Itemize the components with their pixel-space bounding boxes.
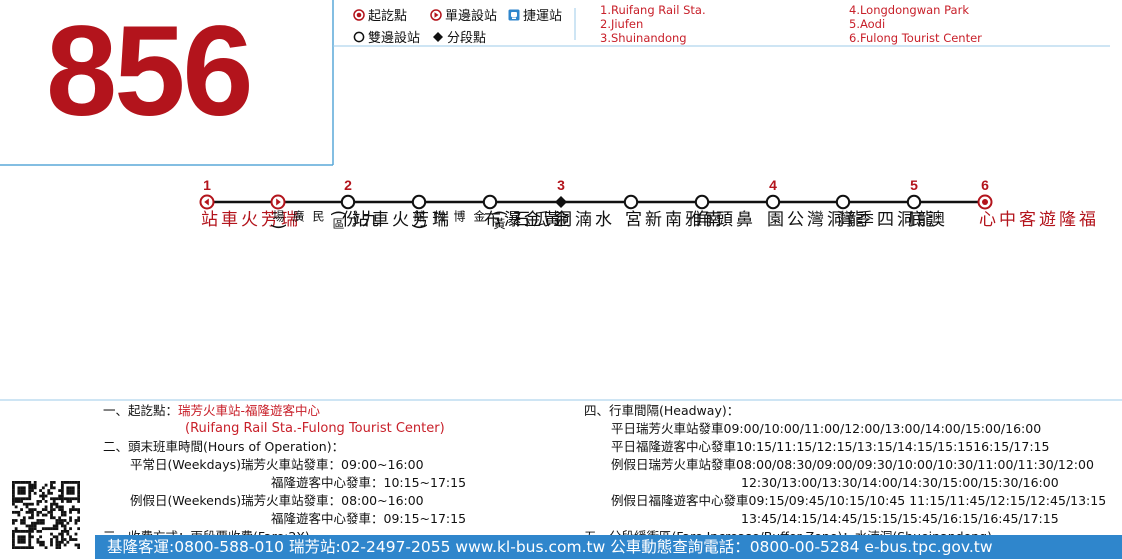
stop-name-main: 南雅南新宮 [621, 210, 721, 228]
headway-weekday-ruifang: 平日瑞芳火車站發車09:00/10:00/11:00/12:00/13:00/1… [611, 421, 1042, 436]
stop-section-number: 3 [557, 177, 565, 193]
stop-name-sub: 黃金博物館 [412, 210, 506, 231]
two-way-marker-icon [482, 194, 498, 210]
section-point-name: 5.Aodi [849, 17, 886, 31]
stop-name-main: 瑞芳火車站 [197, 210, 297, 228]
stop-name: 鼻頭角 [692, 210, 752, 228]
stop-name: 九份 [338, 210, 378, 228]
stop-name-main: 金瓜石 [509, 210, 569, 228]
two-way-marker-icon [906, 194, 922, 210]
headway-weekend-fulong: 例假日福隆遊客中心發車09:15/09:45/10:15/10:45 11:15… [611, 493, 1107, 508]
stop-name-main: 九份 [338, 210, 378, 228]
qr-code[interactable] [12, 481, 80, 549]
stop-name-main: 龍洞四季灣 [833, 210, 933, 228]
weekday-fulong-hours: 福隆遊客中心發車：10:15~17:15 [271, 475, 467, 490]
legend-mrt-label: 捷運站 [523, 9, 563, 24]
stop-name-main: 黃金瀑布 [480, 210, 560, 228]
start-marker-icon [199, 194, 215, 210]
stop-name: 龍洞四季灣 [833, 210, 933, 228]
one-way-marker-icon [270, 194, 286, 210]
info-left: 一、起訖點：瑞芳火車站-福隆遊客中心 (Ruifang Rail Sta.-Fu… [103, 402, 466, 546]
stop-name: 水湳洞 [551, 210, 611, 228]
legend-start-end: 起訖點 [353, 5, 407, 24]
section-point-name: 6.Fulong Tourist Center [849, 31, 982, 45]
section-point-name: 1.Ruifang Rail Sta. [600, 3, 706, 17]
weekend-fulong-hours: 福隆遊客中心發車：09:15~17:15 [271, 511, 467, 526]
stop-name-paren: ( [489, 210, 509, 218]
two-way-marker-icon [340, 194, 356, 210]
stop-name-paren: ) [409, 223, 429, 231]
headway-weekend-ruifang: 例假日瑞芳火車站發車08:00/08:30/09:00/09:30/10:00/… [611, 457, 1094, 472]
legend-one-way-label: 單邊設站 [445, 9, 498, 24]
one-way-marker-icon [430, 8, 442, 21]
stop-name-main: 瑞芳火車站 [348, 210, 448, 228]
stop-name: 南雅南新宮 [621, 210, 721, 228]
stop-name: 金瓜石(黃金博物館) [409, 210, 569, 231]
stop-name: 龍洞灣公園 [763, 210, 863, 228]
start-end-marker-icon [353, 8, 365, 21]
legend-section: 分段點 [432, 27, 486, 46]
end-marker-icon [977, 194, 993, 210]
stop-name-paren: ) [268, 223, 288, 231]
stop-name-main: 龍洞灣公園 [763, 210, 863, 228]
section-points-col1: 1.Ruifang Rail Sta. 2.Jiufen 3.Shuinando… [600, 3, 706, 45]
two-way-marker-icon [353, 31, 365, 43]
headway-weekend-ruifang-cont: 12:30/13:00/13:30/14:00/14:30/15:00/15:3… [741, 475, 1059, 490]
stop-name: 瑞芳火車站 [197, 210, 297, 228]
section-point-name: 3.Shuinandong [600, 31, 687, 45]
stop-name-main: 水湳洞 [551, 210, 611, 228]
mrt-station-icon [508, 9, 520, 21]
route-number: 856 [46, 0, 254, 143]
two-way-marker-icon [765, 194, 781, 210]
stop-name: 福隆遊客中心 [975, 210, 1095, 228]
headway-weekend-fulong-cont: 13:45/14:15/14:45/15:15/15:45/16:15/16:4… [741, 511, 1059, 526]
legend-mrt: 捷運站 [508, 5, 562, 24]
stop-name: 黃金瀑布 [480, 210, 560, 228]
footer-contact-bar: 基隆客運:0800-588-010 瑞芳站:02-2497-2055 www.k… [95, 535, 1122, 559]
legend-one-way: 單邊設站 [430, 5, 497, 24]
two-way-marker-icon [623, 194, 639, 210]
endpoints-value: 瑞芳火車站-福隆遊客中心 [178, 403, 321, 418]
stop-name: 澳底 [904, 210, 944, 228]
stop-name-sub: 區民廣場 [271, 210, 345, 231]
stop-name-main: 鼻頭角 [692, 210, 752, 228]
two-way-marker-icon [835, 194, 851, 210]
section-point-name: 4.Longdongwan Park [849, 3, 969, 17]
headway-heading: 四、行車間隔(Headway)： [584, 403, 740, 418]
info-right: 四、行車間隔(Headway)： 平日瑞芳火車站發車09:00/10:00/11… [584, 402, 1106, 546]
two-way-marker-icon [411, 194, 427, 210]
endpoints-label: 一、起訖點： [103, 403, 179, 418]
stop-name: 瑞芳火車站(區民廣場) [268, 210, 448, 231]
two-way-marker-icon [694, 194, 710, 210]
stop-section-number: 4 [769, 177, 777, 193]
section-point-diamond-icon [555, 196, 567, 208]
legend-two-way: 雙邊設站 [353, 27, 420, 46]
stop-section-number: 6 [981, 177, 989, 193]
stop-section-number: 5 [910, 177, 918, 193]
legend-section-label: 分段點 [447, 31, 487, 46]
stop-section-number: 2 [344, 177, 352, 193]
stop-name-main: 澳底 [904, 210, 944, 228]
legend-start-end-label: 起訖點 [368, 9, 408, 24]
section-point-name: 2.Jiufen [600, 17, 644, 31]
route-line [207, 200, 985, 204]
headway-weekday-fulong: 平日福隆遊客中心發車10:15/11:15/12:15/13:15/14:15/… [611, 439, 1050, 454]
endpoints-english: (Ruifang Rail Sta.-Fulong Tourist Center… [185, 421, 445, 436]
section-point-diamond-icon [432, 31, 444, 43]
weekday-ruifang-hours: 平常日(Weekdays)瑞芳火車站發車：09:00~16:00 [130, 457, 424, 472]
stop-name-paren: ( [328, 210, 348, 218]
weekend-ruifang-hours: 例假日(Weekends)瑞芳火車站發車：08:00~16:00 [130, 493, 424, 508]
stop-name-main: 福隆遊客中心 [975, 210, 1095, 228]
stop-section-number: 1 [203, 177, 211, 193]
hours-heading: 二、頭末班車時間(Hours of Operation)： [103, 439, 345, 454]
section-points-col2: 4.Longdongwan Park 5.Aodi 6.Fulong Touri… [849, 3, 982, 45]
legend-two-way-label: 雙邊設站 [368, 31, 421, 46]
endpoints-row: 一、起訖點：瑞芳火車站-福隆遊客中心 [103, 402, 466, 420]
